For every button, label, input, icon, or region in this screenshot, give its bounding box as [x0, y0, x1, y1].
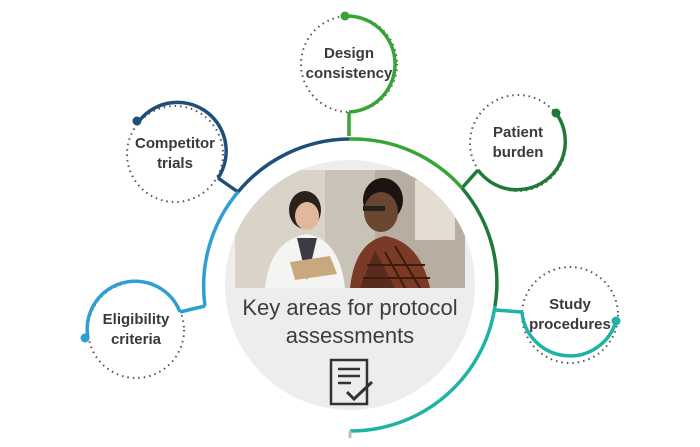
node-label-line2: criteria	[110, 331, 162, 348]
node-label-line1: Study	[549, 296, 591, 313]
node-label-line2: burden	[492, 144, 544, 161]
document-check-icon	[329, 358, 374, 406]
node-study-procedures: Study procedures	[522, 267, 618, 363]
node-arc-eligibility	[85, 279, 182, 339]
ring-segment-eligibility	[201, 190, 240, 307]
node-competitor-trials: Competitor trials	[127, 106, 223, 202]
node-label-line2: trials	[157, 155, 193, 172]
node-label-line2: consistency	[305, 65, 393, 82]
node-dot-design	[340, 11, 350, 21]
node-ring-competitor	[126, 105, 224, 203]
center-title: Key areas for protocol assessments	[225, 294, 475, 350]
node-label-line1: Eligibility	[102, 311, 170, 328]
node-arc-patient	[476, 111, 567, 192]
node-design-consistency: Design consistency	[301, 16, 397, 112]
clinic-photo	[235, 170, 465, 288]
node-label-line1: Patient	[492, 124, 543, 141]
connector-eligibility	[179, 304, 206, 314]
node-label-line1: Design	[323, 45, 374, 62]
ring-segment-patient	[460, 186, 499, 307]
node-arc-competitor	[135, 100, 228, 179]
node-patient-burden: Patient burden	[470, 95, 566, 191]
center-title-line1: Key areas for protocol	[242, 295, 458, 320]
center-title-line2: assessments	[285, 323, 415, 348]
node-dot-patient	[551, 108, 561, 118]
node-label-line2: procedures	[529, 316, 611, 333]
node-eligibility-criteria: Eligibility criteria	[88, 282, 184, 378]
node-ring-study	[521, 266, 619, 364]
connector-competitor	[216, 176, 240, 194]
node-arc-study	[520, 311, 618, 358]
node-label-line1: Competitor	[135, 135, 215, 152]
node-arc-design	[344, 14, 397, 114]
node-dot-competitor	[132, 116, 142, 126]
connector-study	[494, 308, 523, 314]
node-dot-study	[611, 316, 621, 326]
ring-segment-study	[349, 305, 497, 433]
node-dot-eligibility	[80, 333, 90, 343]
center-circle: Key areas for protocol assessments	[225, 160, 475, 410]
